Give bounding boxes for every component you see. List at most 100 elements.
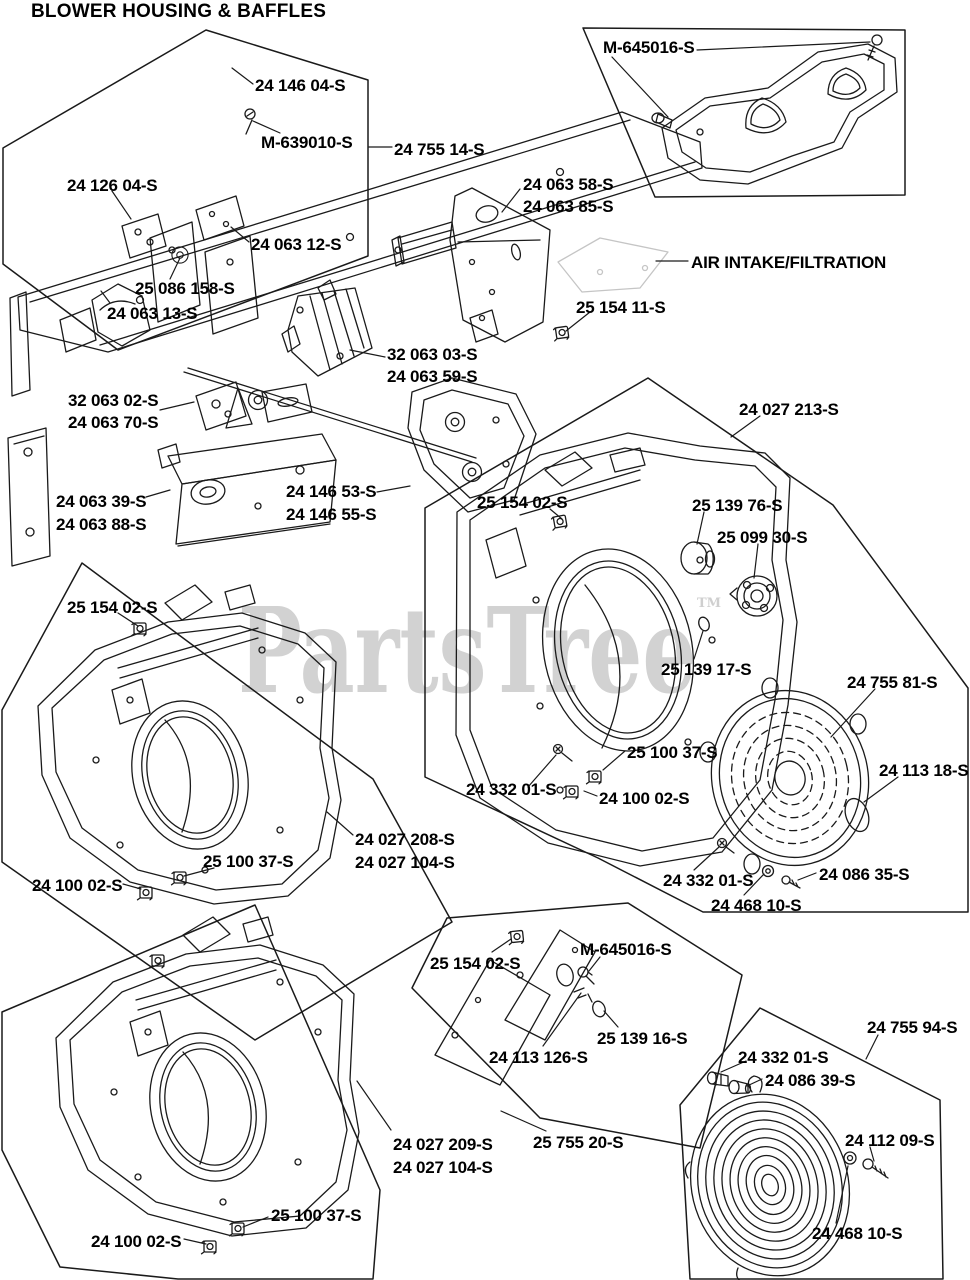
leader-line [588, 956, 601, 972]
part-label-24-063-39-s[interactable]: 24 063 39-S [56, 492, 147, 511]
leader-line [100, 290, 111, 304]
leader-line [753, 543, 759, 579]
part-label-25-086-158-s[interactable]: 25 086 158-S [135, 279, 235, 298]
part-label-24-063-12-s[interactable]: 24 063 12-S [251, 235, 342, 254]
fasteners-right-mid [552, 743, 602, 800]
leader-line [491, 938, 512, 953]
part-label-24-063-85-s[interactable]: 24 063 85-S [523, 197, 614, 216]
part-label-24-468-10-s-br[interactable]: 24 468 10-S [812, 1224, 903, 1243]
leader-line [693, 846, 720, 871]
part-bracket-2406339 [157, 387, 337, 547]
part-label-32-063-03-s[interactable]: 32 063 03-S [387, 345, 478, 364]
part-label-25-755-20-s[interactable]: 25 755 20-S [533, 1133, 624, 1152]
leader-line [696, 41, 871, 51]
part-housing-right [455, 432, 798, 867]
zone-left-housing [1, 562, 453, 1041]
part-label-25-139-17-s[interactable]: 25 139 17-S [661, 660, 752, 679]
zone-top-right-inset [582, 27, 906, 198]
watermark-tm: TM [697, 596, 722, 611]
part-label-24-113-18-s[interactable]: 24 113 18-S [879, 761, 969, 780]
leader-line [863, 776, 899, 803]
part-label-25-100-37-s-right[interactable]: 25 100 37-S [627, 743, 718, 762]
part-label-24-126-04-s[interactable]: 24 126 04-S [67, 176, 158, 195]
part-baffle-3206303 [281, 279, 373, 377]
part-bracket-3206302 [183, 367, 477, 463]
part-label-25-139-16-s[interactable]: 25 139 16-S [597, 1029, 688, 1048]
part-plates-bottom-center [434, 929, 606, 1086]
part-label-32-063-02-s[interactable]: 32 063 02-S [68, 391, 159, 410]
part-label-24-468-10-s-fan[interactable]: 24 468 10-S [711, 896, 802, 915]
part-label-25-154-02-s-left[interactable]: 25 154 02-S [67, 598, 158, 617]
part-label-24-755-94-s[interactable]: 24 755 94-S [867, 1018, 958, 1037]
part-label-25-154-11-s[interactable]: 25 154 11-S [576, 298, 666, 317]
part-label-24-332-01-s-mid[interactable]: 24 332 01-S [466, 780, 557, 799]
part-fan-screen-bottom-right [684, 1075, 851, 1280]
part-label-24-063-70-s[interactable]: 24 063 70-S [68, 413, 159, 432]
leader-line [797, 872, 817, 881]
part-housing-left [38, 585, 341, 904]
zone-top-left [2, 29, 369, 351]
part-label-24-112-09-s[interactable]: 24 112 09-S [845, 1131, 935, 1150]
part-label-24-332-01-s-br[interactable]: 24 332 01-S [738, 1048, 829, 1067]
part-label-24-146-55-s[interactable]: 24 146 55-S [286, 505, 377, 524]
part-label-24-063-88-s[interactable]: 24 063 88-S [56, 515, 147, 534]
leader-line [501, 188, 521, 213]
leader-line [376, 485, 411, 493]
part-label-24-086-35-s[interactable]: 24 086 35-S [819, 865, 910, 884]
part-label-25-099-30-s[interactable]: 25 099 30-S [717, 528, 808, 547]
leader-line [169, 257, 181, 280]
leader-line [145, 489, 171, 498]
zone-outlines [1, 27, 969, 1280]
part-label-24-086-39-s[interactable]: 24 086 39-S [765, 1071, 856, 1090]
clip-2515411 [552, 325, 570, 342]
part-label-24-146-04-s[interactable]: 24 146 04-S [255, 76, 346, 95]
part-label-24-113-126-s[interactable]: 24 113 126-S [489, 1048, 588, 1067]
leader-line [111, 190, 132, 220]
part-label-24-100-02-s-left[interactable]: 24 100 02-S [32, 876, 123, 895]
part-label-24-755-14-s[interactable]: 24 755 14-S [394, 140, 485, 159]
part-label-24-063-59-s[interactable]: 24 063 59-S [387, 367, 478, 386]
part-label-m-645016-s-bottom[interactable]: M-645016-S [580, 940, 672, 959]
part-label-24-755-81-s[interactable]: 24 755 81-S [847, 673, 938, 692]
part-housing-bottom-left [56, 917, 359, 1236]
part-label-25-100-37-s-bottom[interactable]: 25 100 37-S [271, 1206, 362, 1225]
part-label-24-063-13-s[interactable]: 24 063 13-S [107, 304, 198, 323]
part-label-24-146-53-s[interactable]: 24 146 53-S [286, 482, 377, 501]
zone-bottom-left-housing [1, 904, 381, 1280]
leader-line [252, 120, 281, 134]
part-label-25-154-02-s-bottom[interactable]: 25 154 02-S [430, 954, 521, 973]
part-label-m-645016-s-top[interactable]: M-645016-S [603, 38, 695, 57]
leader-line [583, 790, 598, 797]
part-label-25-139-76-s[interactable]: 25 139 76-S [692, 496, 783, 515]
part-label-25-100-37-s-left[interactable]: 25 100 37-S [203, 852, 294, 871]
fasteners-bottom-left [200, 1222, 245, 1255]
part-label-24-027-208-s[interactable]: 24 027 208-S [355, 830, 455, 849]
part-label-24-332-01-s-fan[interactable]: 24 332 01-S [663, 871, 754, 890]
zone-right-housing [424, 377, 969, 913]
part-label-24-027-213-s[interactable]: 24 027 213-S [739, 400, 839, 419]
leader-line [602, 750, 626, 771]
part-top-bar [7, 111, 703, 567]
leader-line [549, 508, 563, 520]
part-label-25-154-02-s-right[interactable]: 25 154 02-S [477, 493, 568, 512]
part-label-m-639010-s[interactable]: M-639010-S [261, 133, 353, 152]
zone-bottom-right [679, 1007, 944, 1280]
leader-line [183, 867, 215, 877]
fasteners-bottom-right [706, 1071, 889, 1179]
part-label-24-100-02-s-bottom[interactable]: 24 100 02-S [91, 1232, 182, 1251]
leader-line [835, 1165, 849, 1224]
part-oval-2513917 [698, 616, 710, 632]
leader-line [611, 56, 669, 118]
part-label-24-027-209-s[interactable]: 24 027 209-S [393, 1135, 493, 1154]
leader-line [542, 992, 582, 1047]
part-label-air-intake-filtration[interactable]: AIR INTAKE/FILTRATION [691, 253, 887, 272]
leader-line [230, 226, 250, 243]
screw-m639010 [244, 108, 256, 120]
part-label-24-027-104-s-left[interactable]: 24 027 104-S [355, 853, 455, 872]
part-label-24-063-58-s[interactable]: 24 063 58-S [523, 175, 614, 194]
fasteners-fan-right [716, 837, 801, 889]
part-label-24-027-104-s-bottom[interactable]: 24 027 104-S [393, 1158, 493, 1177]
part-label-24-100-02-s-right[interactable]: 24 100 02-S [599, 789, 690, 808]
